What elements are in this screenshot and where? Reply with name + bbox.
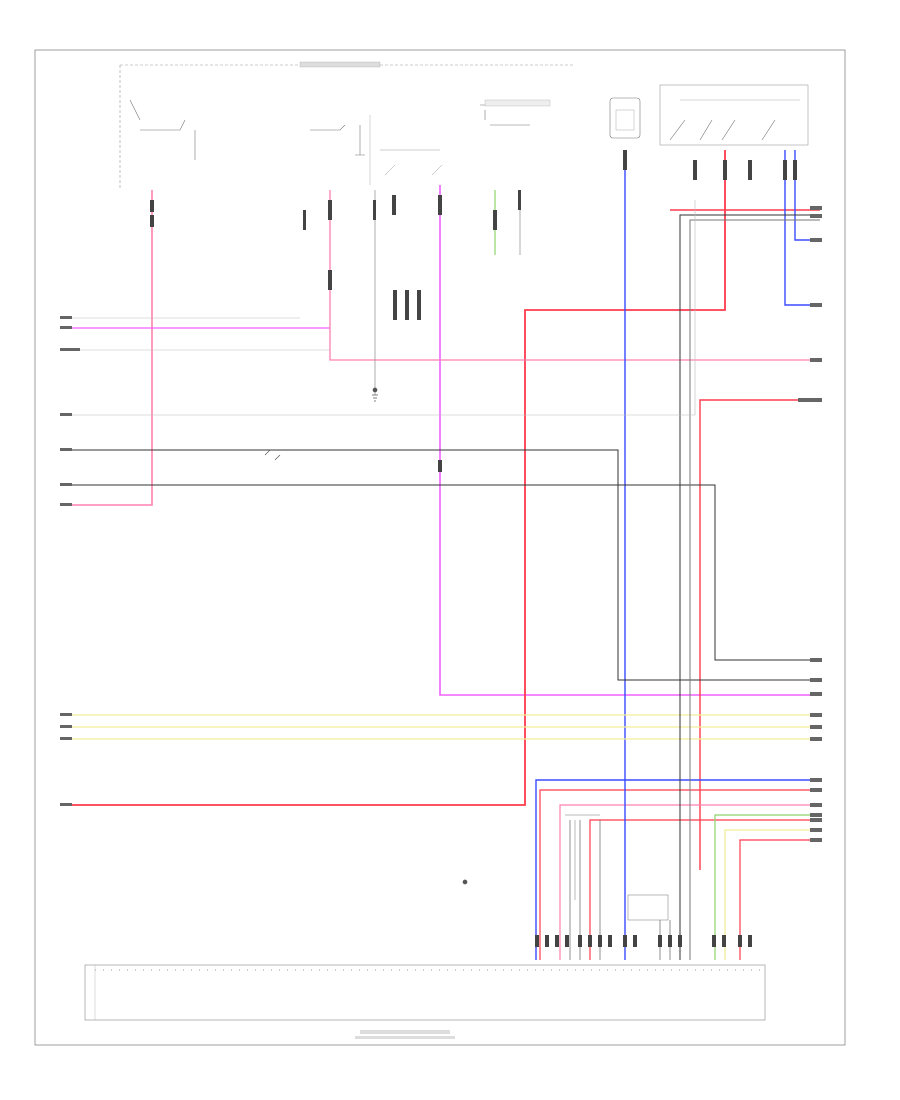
wire-blue-group [535,150,820,960]
wire-pink-group [65,190,330,506]
engine-control-module [84,935,766,1039]
wire-yellow-bus [65,714,820,960]
diagram-frame [34,49,846,1046]
wire-red-group [65,150,820,960]
top-fuse-block [119,61,575,190]
wire-green-group [494,190,820,960]
wire-dark-group [65,190,820,960]
ground-symbols [264,387,468,885]
left-wire-terminals [60,316,80,806]
wire-magenta-route [439,185,820,696]
top-right-relay-box [609,84,809,146]
bottom-relay [565,814,669,921]
right-wire-terminals [798,206,822,842]
connector-marks [150,150,797,472]
